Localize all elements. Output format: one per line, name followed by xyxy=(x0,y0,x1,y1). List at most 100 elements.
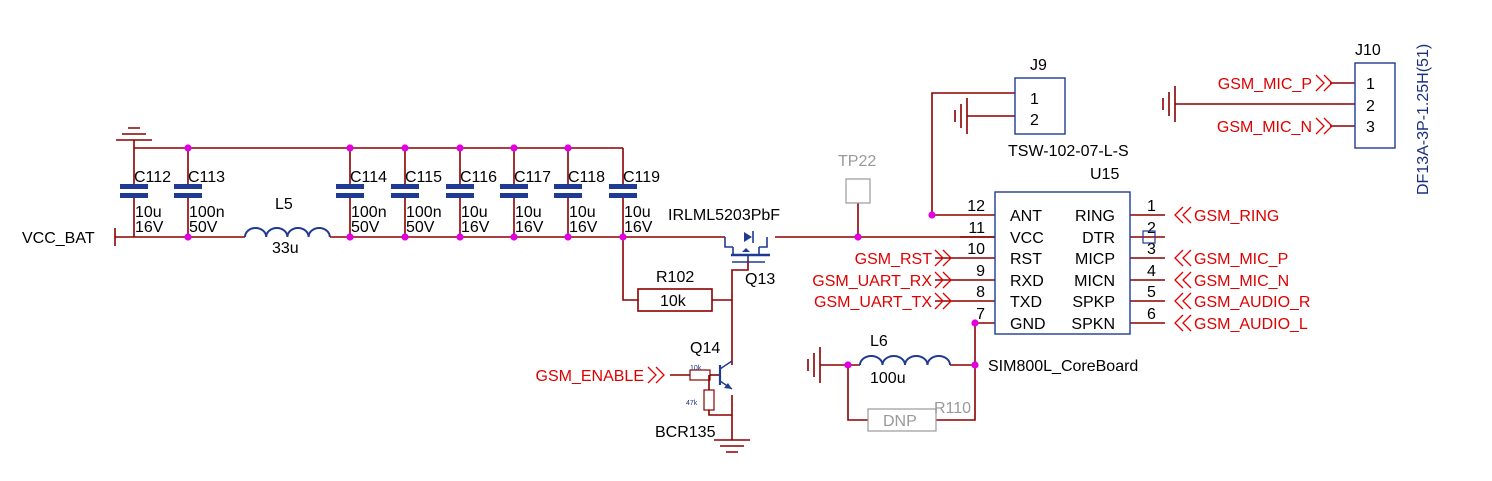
cap-plate-top xyxy=(174,184,202,189)
connector-j10: J10 1 2 3 DF13A-3P-1.25H(51) GSM_MIC_P G… xyxy=(1217,42,1432,195)
u15-left-pin-name: RST xyxy=(1010,251,1042,268)
cap-plate-bottom xyxy=(120,193,148,198)
wires xyxy=(115,82,1355,440)
u15-part: SIM800L_CoreBoard xyxy=(988,358,1138,375)
u15-left-pin-name: VCC xyxy=(1010,230,1044,247)
junction-dot xyxy=(564,144,572,152)
junction-dot xyxy=(510,144,518,152)
ground-symbols xyxy=(116,86,1176,453)
junction-dots xyxy=(184,144,979,369)
u15-right-pin-num: 1 xyxy=(1147,198,1156,215)
inductor-l5: L5 33u xyxy=(244,196,331,257)
r110-ref: R110 xyxy=(934,400,971,417)
cap-ref: C114 xyxy=(350,169,387,186)
cap-plate-top xyxy=(609,184,637,189)
u15-left-pin-num: 11 xyxy=(968,220,985,237)
junction-dot xyxy=(346,144,354,152)
cap-plate-bottom xyxy=(554,193,582,198)
cap-plate-top xyxy=(120,184,148,189)
tp22-ref: TP22 xyxy=(838,153,876,170)
cap-voltage: 50V xyxy=(406,219,435,236)
mosfet-q13: IRLML5203PbF Q13 xyxy=(668,207,780,288)
u15-left-pin-num: 7 xyxy=(976,306,985,323)
cap-ref: C117 xyxy=(514,169,551,186)
u15-left-pin-num: 9 xyxy=(976,263,985,280)
u15-right-net-label: GSM_RING xyxy=(1194,208,1279,225)
net-gsm-enable-label: GSM_ENABLE xyxy=(536,368,644,385)
u15-right-pin-num: 5 xyxy=(1147,284,1156,301)
cap-value: 10u xyxy=(515,204,542,221)
connector-j9: J9 1 2 TSW-102-07-L-S xyxy=(1008,57,1129,160)
junction-dot xyxy=(854,233,862,241)
junction-dot xyxy=(510,233,518,241)
cap-value: 100n xyxy=(406,204,442,221)
cap-voltage: 16V xyxy=(461,219,490,236)
cap-plate-bottom xyxy=(609,193,637,198)
j9-ref: J9 xyxy=(1030,57,1047,74)
cap-plate-bottom xyxy=(500,193,528,198)
cap-plate-top xyxy=(446,184,474,189)
l6-value: 100u xyxy=(870,370,906,387)
q14-part: BCR135 xyxy=(655,424,716,441)
r102-value: 10k xyxy=(660,293,687,310)
j10-pin-3: 3 xyxy=(1366,119,1375,136)
u15-right-pin-num: 3 xyxy=(1147,241,1156,258)
u15-right-net-label: GSM_MIC_P xyxy=(1194,251,1288,268)
cap-plate-bottom xyxy=(446,193,474,198)
resistor-r102: R102 10k xyxy=(637,269,713,312)
j9-part: TSW-102-07-L-S xyxy=(1008,143,1129,160)
junction-dot xyxy=(971,361,979,369)
junction-dot xyxy=(928,211,936,219)
gnd-q14-icon xyxy=(714,439,750,453)
u15-right-net-label: GSM_MIC_N xyxy=(1194,273,1289,290)
junction-dot xyxy=(564,233,572,241)
u15-left-pin-num: 12 xyxy=(967,198,985,215)
j10-pin-2: 2 xyxy=(1366,98,1375,115)
net-vcc-bat: VCC_BAT xyxy=(22,228,116,247)
cap-ref: C113 xyxy=(188,169,225,186)
cap-value: 100n xyxy=(189,204,225,221)
net-arrow-icon xyxy=(1174,314,1192,332)
cap-voltage: 16V xyxy=(569,219,598,236)
inductor-l6: L6 100u xyxy=(859,333,951,387)
j10-net-mic-p: GSM_MIC_P xyxy=(1218,76,1312,93)
cap-value: 10u xyxy=(569,204,596,221)
junction-dot xyxy=(619,233,627,241)
j10-pin-1: 1 xyxy=(1366,76,1375,93)
u15-right-pin-name: SPKN xyxy=(1071,316,1115,333)
u15-left-pin-name: RXD xyxy=(1010,273,1044,290)
u15-right-pin-name: MICP xyxy=(1075,251,1115,268)
q13-part: IRLML5203PbF xyxy=(668,207,780,224)
cap-ref: C118 xyxy=(568,169,605,186)
vcc-bat-label: VCC_BAT xyxy=(22,230,95,247)
u15-left-net-label: GSM_RST xyxy=(855,251,933,268)
junction-dot xyxy=(456,144,464,152)
q13-ref: Q13 xyxy=(745,271,775,288)
u15-right-net-label: GSM_AUDIO_R xyxy=(1194,294,1310,311)
junction-dot xyxy=(184,233,192,241)
r110-value: DNP xyxy=(883,413,917,430)
gnd-l6-icon xyxy=(807,347,821,383)
u15-right-net-label: GSM_AUDIO_L xyxy=(1194,316,1308,333)
junction-dot xyxy=(844,361,852,369)
l5-value: 33u xyxy=(272,240,299,257)
gnd-j10-icon xyxy=(1162,86,1176,122)
l5-ref: L5 xyxy=(275,196,293,213)
j10-ref: J10 xyxy=(1355,42,1381,59)
cap-value: 10u xyxy=(624,204,651,221)
cap-voltage: 50V xyxy=(351,219,380,236)
junction-dot xyxy=(401,144,409,152)
resistor-r110: R110 DNP xyxy=(867,400,971,432)
q14-ref: Q14 xyxy=(690,340,720,357)
u15-left-net-label: GSM_UART_RX xyxy=(812,273,932,290)
cap-plate-top xyxy=(336,184,364,189)
module-u15: U15 SIM800L_CoreBoard 12ANT11VCC10RST9RX… xyxy=(812,166,1310,375)
net-gsm-enable: GSM_ENABLE xyxy=(536,366,665,385)
